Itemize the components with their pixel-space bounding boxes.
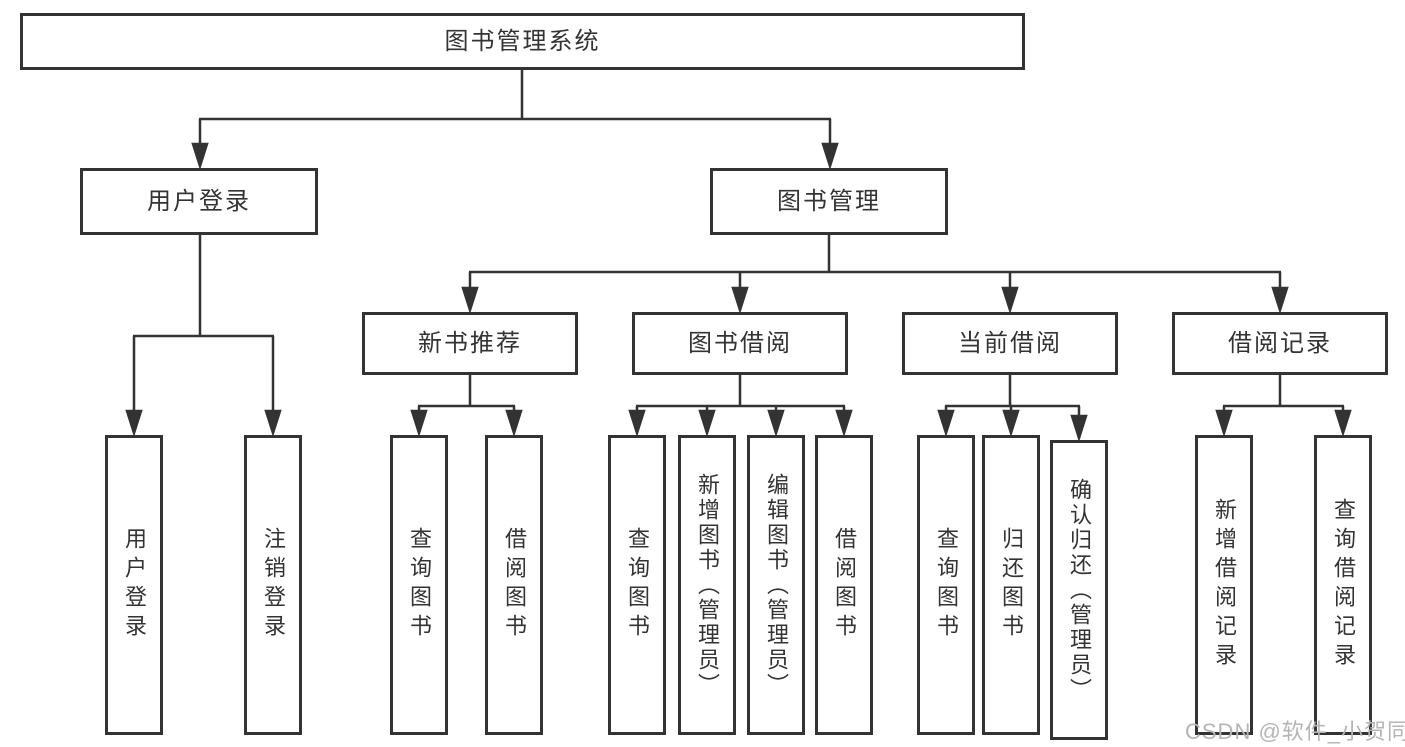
arrow-down-icon — [191, 142, 209, 171]
connector-borrowrecords-branch — [1215, 375, 1352, 438]
arrow-down-icon — [1002, 409, 1020, 438]
arrow-down-icon — [410, 409, 428, 438]
arrow-down-icon — [1070, 414, 1088, 443]
leaf-confirm-return-admin: 确认归还（管理员） — [1050, 440, 1108, 740]
leaf-label: 新增借阅记录 — [1212, 498, 1237, 672]
connector-newbookrec-branch — [410, 375, 523, 438]
leaf-label: 查询图书 — [625, 527, 650, 643]
arrow-down-icon — [767, 409, 785, 438]
leaf-add-books-admin: 新增图书（管理员） — [678, 435, 736, 735]
connector-currentborrow-branch — [937, 375, 1088, 443]
arrow-down-icon — [821, 142, 839, 171]
arrow-down-icon — [628, 409, 646, 438]
leaf-label: 借阅图书 — [832, 527, 857, 643]
leaf-label: 查询图书 — [934, 527, 959, 643]
arrow-down-icon — [1334, 409, 1352, 438]
node-book-management: 图书管理 — [710, 168, 948, 235]
leaf-user-login: 用户登录 — [105, 435, 163, 735]
leaf-label: 注销登录 — [261, 527, 286, 643]
leaf-logout: 注销登录 — [244, 435, 302, 735]
arrow-down-icon — [835, 409, 853, 438]
leaf-borrow-books-rec: 借阅图书 — [485, 435, 543, 735]
leaf-query-books-current: 查询图书 — [917, 435, 975, 735]
connector-bookborrow-branch — [628, 375, 853, 438]
leaf-label: 编辑图书（管理员） — [764, 472, 789, 698]
connector-bookmgmt-to-level3 — [461, 235, 1289, 315]
arrow-down-icon — [461, 286, 479, 315]
leaf-label: 确认归还（管理员） — [1067, 477, 1092, 703]
leaf-return-books: 归还图书 — [982, 435, 1040, 735]
arrow-down-icon — [1001, 286, 1019, 315]
leaf-borrow-books: 借阅图书 — [815, 435, 873, 735]
arrow-down-icon — [1271, 286, 1289, 315]
node-borrowing-records: 借阅记录 — [1172, 312, 1388, 375]
node-root: 图书管理系统 — [20, 13, 1025, 70]
leaf-query-borrow-record: 查询借阅记录 — [1314, 435, 1372, 735]
node-new-book-recommendation: 新书推荐 — [362, 312, 578, 375]
leaf-label: 归还图书 — [999, 527, 1024, 643]
connector-root-to-level2 — [191, 70, 839, 171]
arrow-down-icon — [264, 409, 282, 438]
leaf-label: 用户登录 — [122, 527, 147, 643]
node-book-borrowing: 图书借阅 — [632, 312, 848, 375]
leaf-query-books-rec: 查询图书 — [390, 435, 448, 735]
leaf-label: 借阅图书 — [502, 527, 527, 643]
connector-userlogin-branch — [125, 235, 282, 438]
csdn-watermark: CSDN @软件_小贺同学 — [1185, 719, 1405, 744]
leaf-label: 查询图书 — [407, 527, 432, 643]
arrow-down-icon — [1215, 409, 1233, 438]
leaf-add-borrow-record: 新增借阅记录 — [1195, 435, 1253, 735]
leaf-query-books-borrow: 查询图书 — [608, 435, 666, 735]
arrow-down-icon — [731, 286, 749, 315]
node-current-borrowing: 当前借阅 — [902, 312, 1118, 375]
leaf-label: 查询借阅记录 — [1331, 498, 1356, 672]
arrow-down-icon — [125, 409, 143, 438]
leaf-edit-books-admin: 编辑图书（管理员） — [747, 435, 805, 735]
leaf-label: 新增图书（管理员） — [695, 472, 720, 698]
arrow-down-icon — [937, 409, 955, 438]
arrow-down-icon — [698, 409, 716, 438]
node-user-login: 用户登录 — [80, 168, 318, 235]
arrow-down-icon — [505, 409, 523, 438]
